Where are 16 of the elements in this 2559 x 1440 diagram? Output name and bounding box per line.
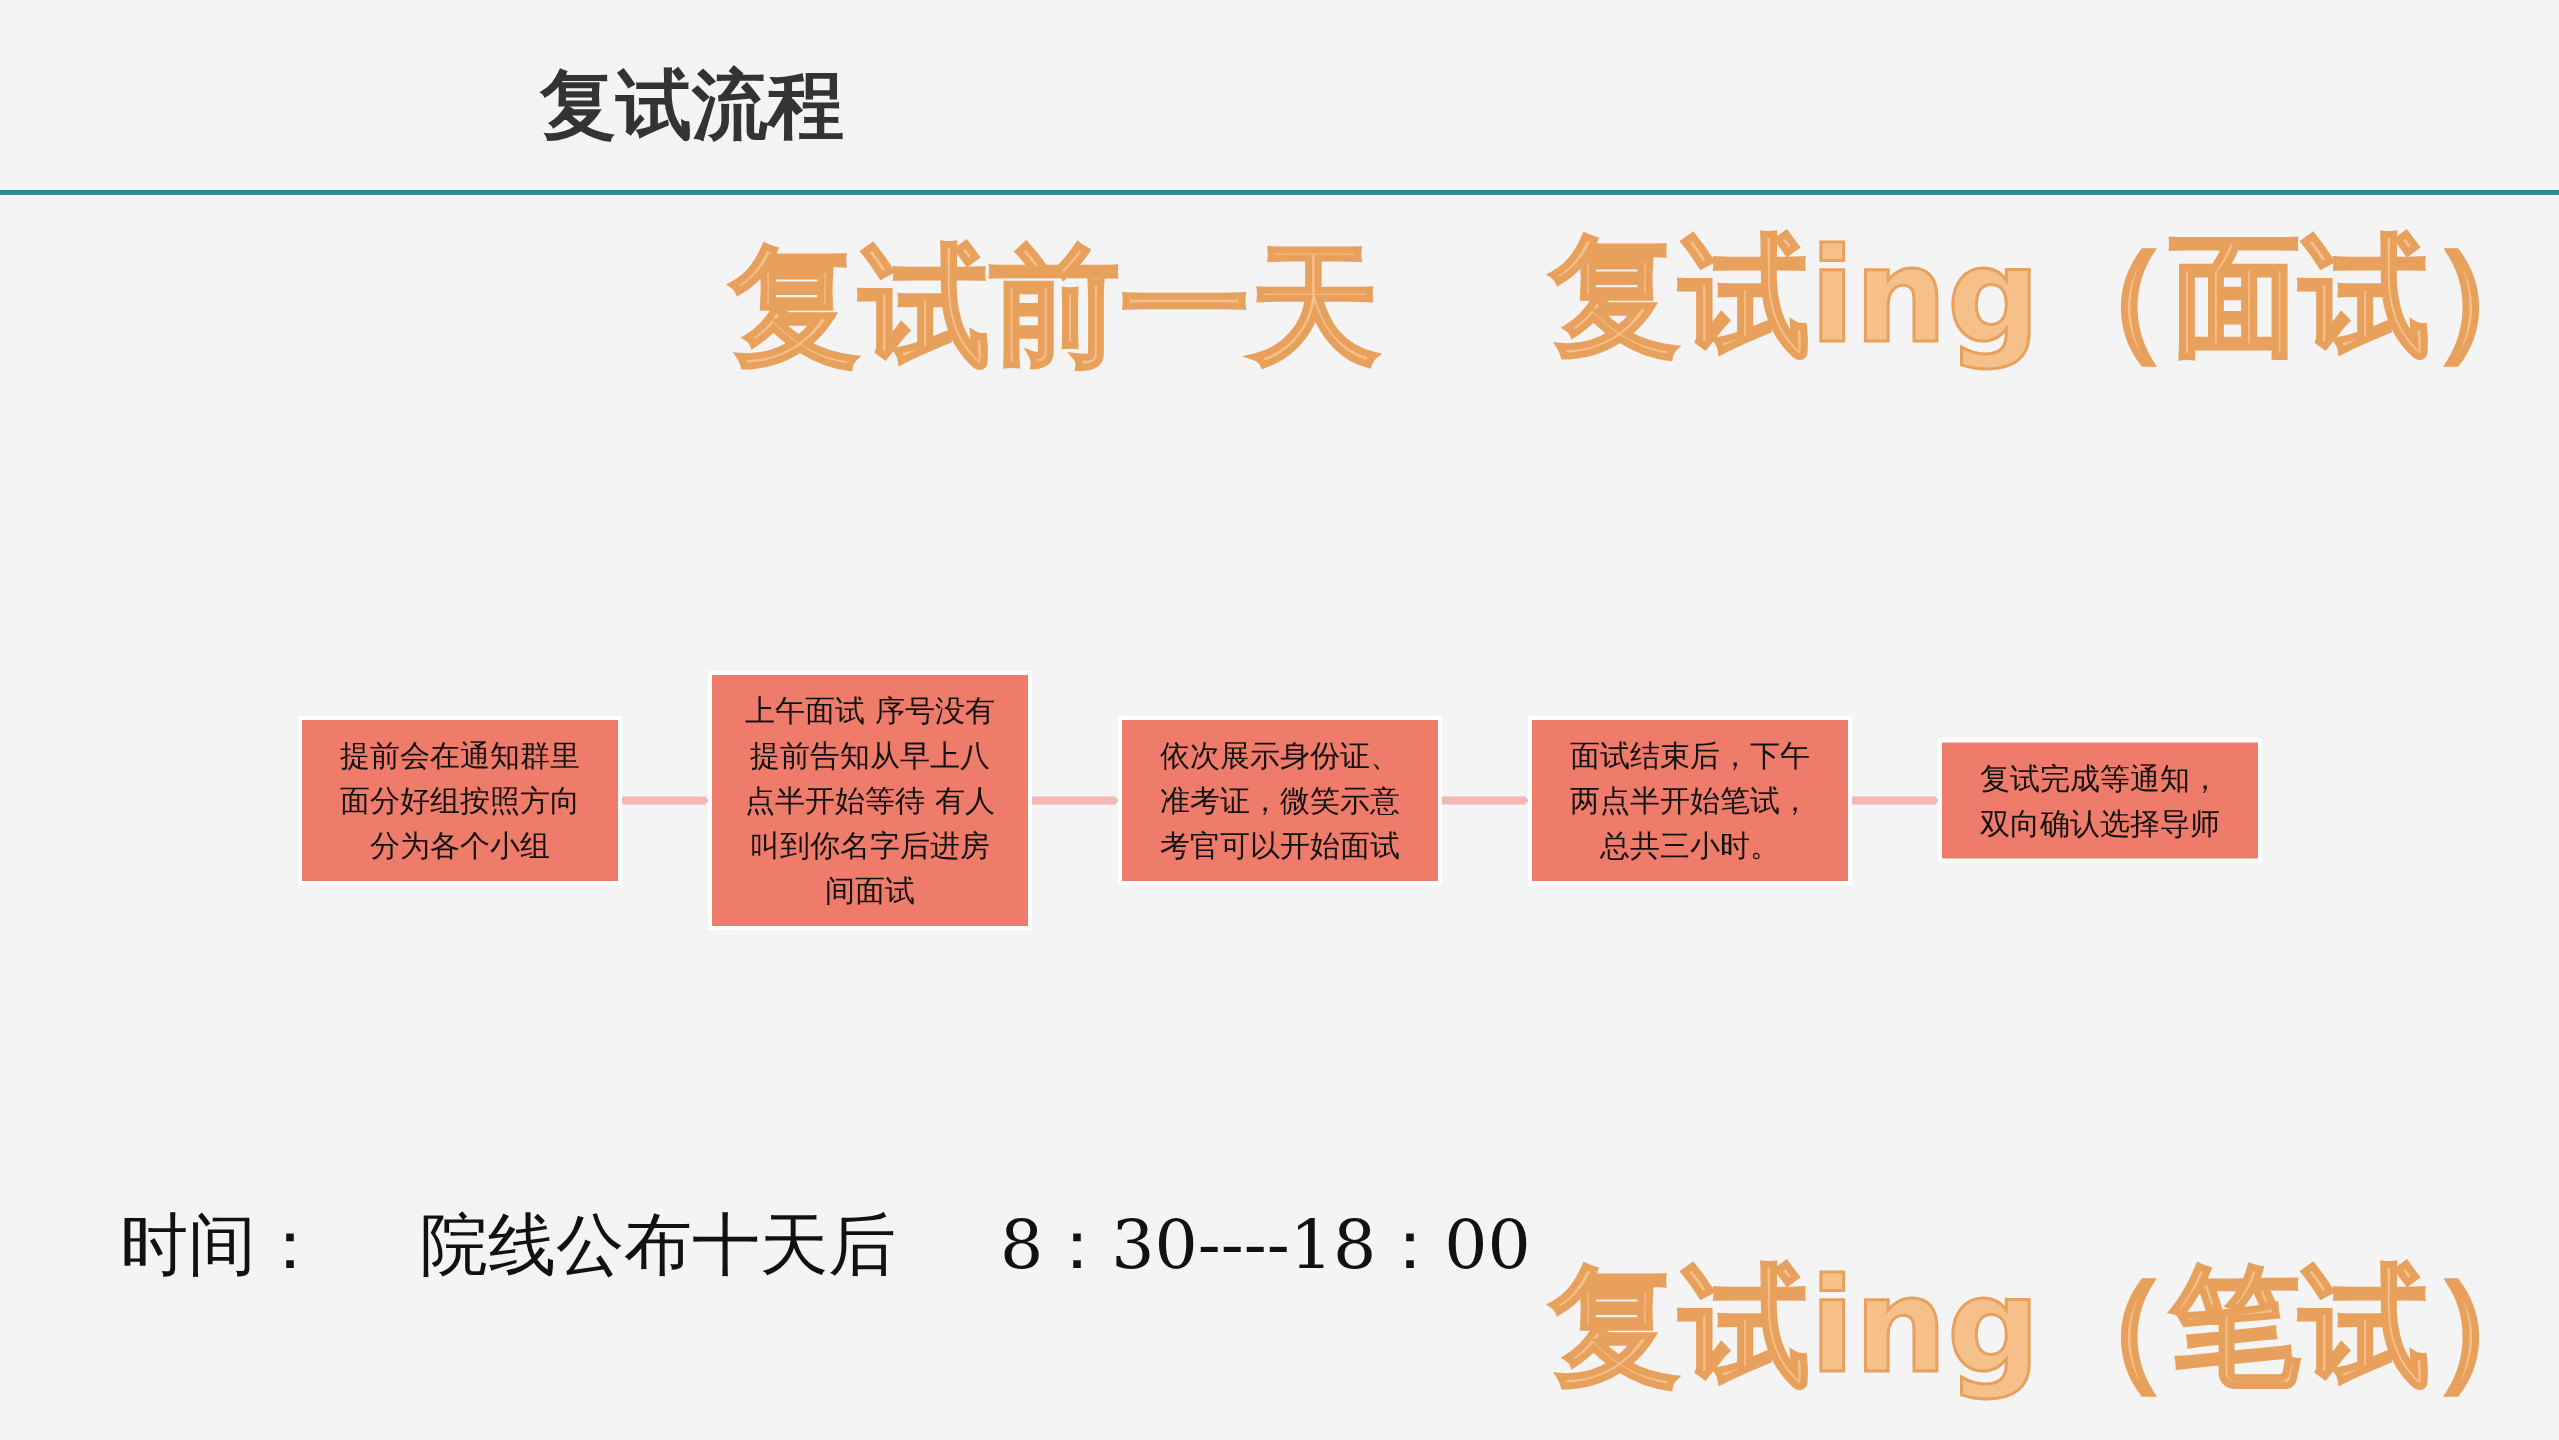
arrow [1440,795,1531,805]
note-text: 时间： [120,1204,324,1286]
phase-heading: 复试ing（笔试） [1550,1249,2559,1404]
node-box: 面试结束后，下午两点半开始笔试，总共三小时。 [1528,715,1852,885]
slide-title: 复试流程 [540,59,844,151]
arrow [1030,795,1121,805]
note-text: 8：30----18：00 [1000,1204,1531,1286]
phase-heading: 复试ing（面试） [1550,219,2559,374]
node-box: 提前会在通知群里面分好组按照方向分为各个小组 [298,715,622,885]
arrow [620,795,711,805]
note-text: 院线公布十天后 [420,1204,896,1286]
node-box: 复试完成等通知，双向确认选择导师 [1938,738,2262,862]
node-box: 上午面试 序号没有提前告知从早上八点半开始等待 有人叫到你名字后进房间面试 [708,670,1032,930]
arrow [1850,795,1941,805]
phase-heading: 复试前一天 [730,229,1380,384]
node-box: 依次展示身份证、准考证，微笑示意考官可以开始面试 [1118,715,1442,885]
